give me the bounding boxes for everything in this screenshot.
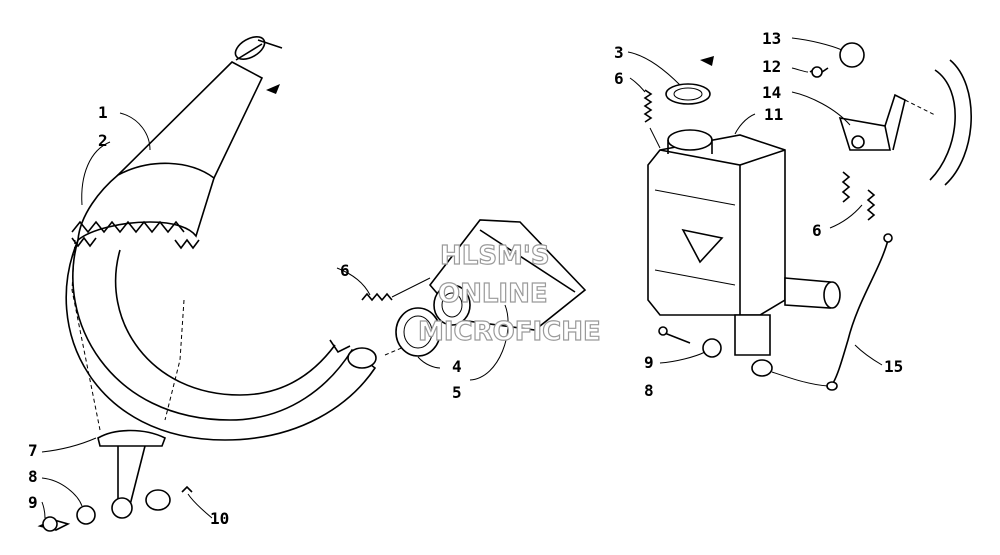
cap-part-13 bbox=[839, 42, 865, 68]
bolt-part-12 bbox=[809, 66, 829, 78]
leader-lines bbox=[41, 37, 883, 519]
direction-arrows bbox=[266, 56, 714, 94]
watermark: HLSM'S ONLINE MICROFICHE bbox=[417, 240, 601, 347]
callout-8-left: 8 bbox=[28, 467, 38, 486]
callout-labels: 1 2 6 4 5 7 8 9 10 3 6 11 13 12 14 6 9 8… bbox=[28, 29, 903, 528]
spring-part-6-left bbox=[361, 277, 431, 302]
watermark-line-2: ONLINE bbox=[438, 279, 548, 309]
callout-3-top: 3 bbox=[614, 43, 624, 62]
gasket-ring-4 bbox=[395, 307, 441, 357]
arrow-right-cap bbox=[700, 56, 714, 66]
callout-13: 13 bbox=[762, 29, 781, 48]
bolt-part-9-right bbox=[658, 326, 691, 344]
callout-2: 2 bbox=[98, 131, 108, 150]
callout-7: 7 bbox=[28, 441, 38, 460]
callout-12: 12 bbox=[762, 57, 781, 76]
callout-6-right: 6 bbox=[812, 221, 822, 240]
callout-6-left: 6 bbox=[340, 261, 350, 280]
bushing-part-8-right bbox=[702, 338, 722, 358]
watermark-line-3: MICROFICHE bbox=[418, 317, 601, 347]
manifold-part-5 bbox=[428, 219, 587, 331]
muffler-assembly bbox=[647, 129, 841, 377]
cap-ring-3 bbox=[665, 83, 711, 105]
callout-5: 5 bbox=[452, 383, 462, 402]
callout-1: 1 bbox=[98, 103, 108, 122]
bracket-part-14 bbox=[838, 93, 906, 221]
exhaust-pipe-assembly bbox=[65, 36, 426, 441]
cable-part-15 bbox=[826, 233, 893, 391]
callout-9-left: 9 bbox=[28, 493, 38, 512]
hanger-assembly bbox=[37, 429, 193, 532]
callout-14: 14 bbox=[762, 83, 781, 102]
callout-9-right: 9 bbox=[644, 353, 654, 372]
spring-part-6-right-top bbox=[643, 89, 661, 149]
callout-8-right: 8 bbox=[644, 381, 654, 400]
frame-fragment bbox=[904, 59, 972, 186]
arrow-left-outlet bbox=[266, 84, 280, 94]
callout-6-right-top: 6 bbox=[614, 69, 624, 88]
callout-4: 4 bbox=[452, 357, 462, 376]
callout-15: 15 bbox=[884, 357, 903, 376]
callout-10: 10 bbox=[210, 509, 229, 528]
watermark-line-1: HLSM'S bbox=[440, 241, 550, 271]
callout-11: 11 bbox=[764, 105, 783, 124]
